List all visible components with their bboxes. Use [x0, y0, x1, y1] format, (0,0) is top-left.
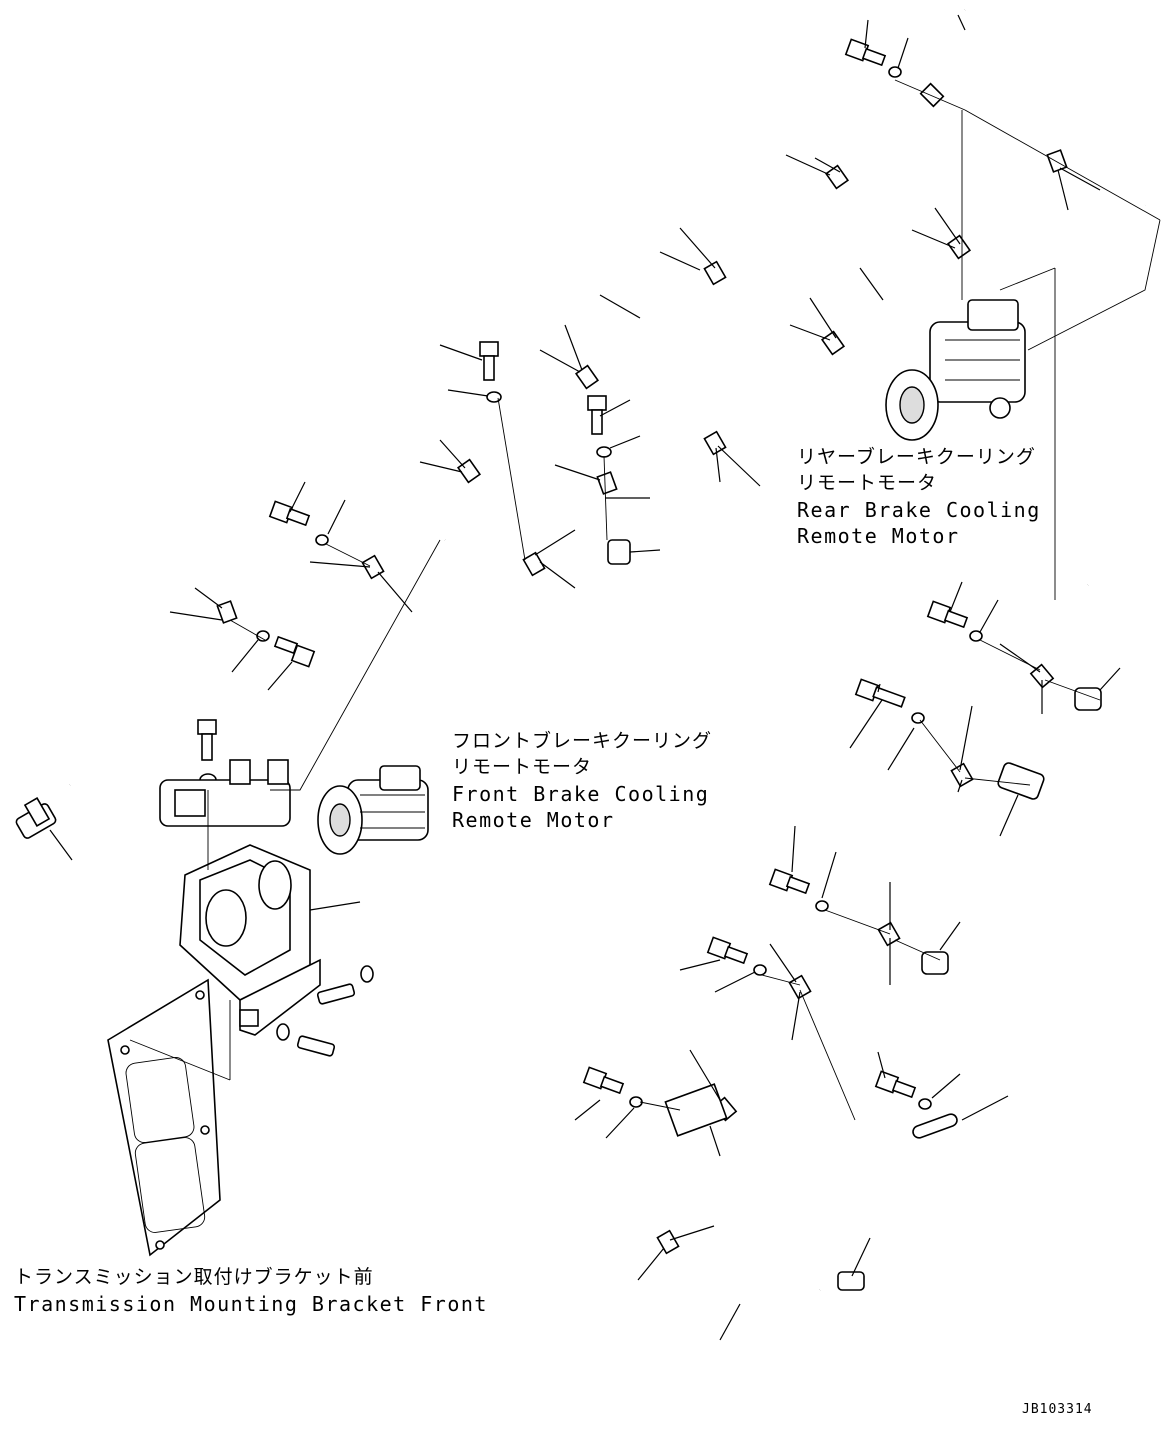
front-motor-label-en-1: Front Brake Cooling: [452, 782, 710, 806]
rear-motor-label-en-1: Rear Brake Cooling: [797, 498, 1041, 522]
rear-motor: [885, 299, 1026, 441]
front-motor-label: フロントブレーキクーリング リモートモータ Front Brake Coolin…: [452, 732, 712, 836]
front-motor-label-jp-1: フロントブレーキクーリング: [452, 730, 713, 752]
reference-lines: [129, 79, 1161, 1121]
bracket-label-jp: トランスミッション取付けブラケット前: [14, 1266, 374, 1288]
rear-motor-label-jp-1: リヤーブレーキクーリング: [797, 446, 1036, 468]
upper-hose: [67, 9, 968, 787]
mounting-bracket: [179, 844, 321, 1036]
front-valve: [159, 759, 291, 827]
front-motor-label-en-2: Remote Motor: [452, 808, 615, 832]
rear-motor-label-en-2: Remote Motor: [797, 524, 960, 548]
rear-motor-label-jp-2: リモートモータ: [797, 472, 938, 494]
bracket-label-en: Transmission Mounting Bracket Front: [14, 1292, 488, 1316]
left-fitting: [15, 797, 57, 839]
leader-lines: [49, 14, 1121, 1341]
transmission-bracket-plate: [107, 978, 221, 1257]
bracket-label: トランスミッション取付けブラケット前 Transmission Mounting…: [14, 1268, 488, 1320]
bolts-washers: [197, 38, 1102, 1291]
drawing-id: JB103314: [1022, 1402, 1093, 1417]
front-motor: [317, 765, 429, 855]
rear-motor-label: リヤーブレーキクーリング リモートモータ Rear Brake Cooling …: [797, 448, 1041, 552]
hose-clamps: [216, 82, 1068, 1255]
front-motor-label-jp-2: リモートモータ: [452, 756, 593, 778]
